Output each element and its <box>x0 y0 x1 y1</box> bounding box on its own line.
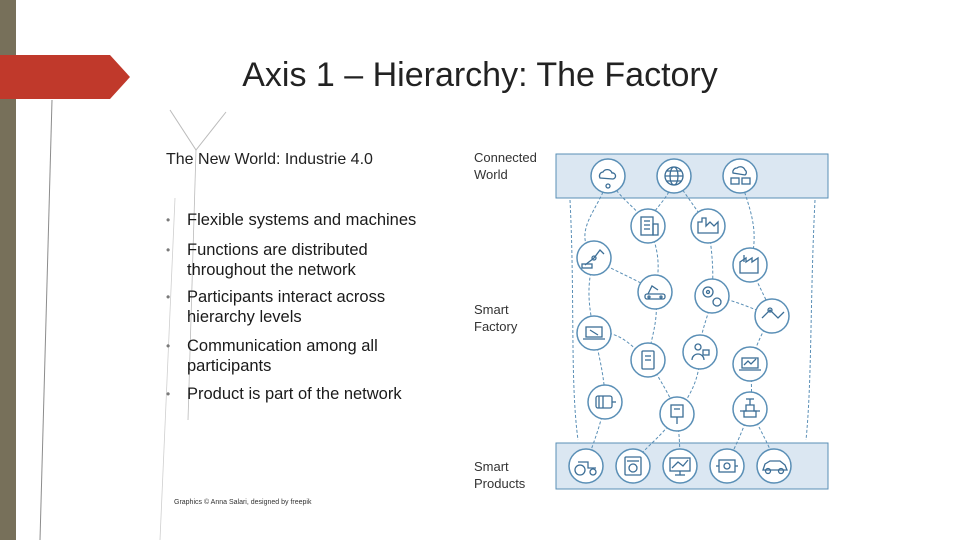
sidebar-strip <box>0 0 16 540</box>
cloud-devices-icon <box>722 158 758 194</box>
building-icon <box>630 208 666 244</box>
monitor-icon <box>662 448 698 484</box>
title-accent-arrow <box>0 55 130 99</box>
subtitle: The New World: Industrie 4.0 <box>166 151 373 168</box>
bullet-item: •Product is part of the network <box>166 385 402 403</box>
factory-skyline-icon <box>690 208 726 244</box>
bullet-item: •Participants interact across hierarchy … <box>166 288 386 326</box>
valve-icon <box>732 391 768 427</box>
conveyor-icon <box>637 274 673 310</box>
bullet-item: •Functions are distributed throughout th… <box>166 241 368 279</box>
bullet-item: •Communication among all participants <box>166 337 378 375</box>
car-icon <box>756 448 792 484</box>
control-panel-icon <box>659 396 695 432</box>
motor-icon <box>587 384 623 420</box>
label-connected-world: Connected World <box>474 150 537 182</box>
image-credit: Graphics © Anna Salari, designed by free… <box>174 499 312 506</box>
label-smart-products: Smart Products <box>474 459 526 491</box>
label-smart-factory: Smart Factory <box>474 302 518 334</box>
gears-icon <box>694 278 730 314</box>
washing-machine-icon <box>615 448 651 484</box>
tractor-icon <box>568 448 604 484</box>
chart-laptop-icon <box>732 346 768 382</box>
page-title: Axis 1 – Hierarchy: The Factory <box>242 56 718 94</box>
engine-icon <box>709 448 745 484</box>
factory-icon <box>732 247 768 283</box>
worker-icon <box>682 334 718 370</box>
bullet-item: •Flexible systems and machines <box>166 211 417 229</box>
cloud-person-icon <box>590 158 626 194</box>
robot-hand-icon <box>754 298 790 334</box>
